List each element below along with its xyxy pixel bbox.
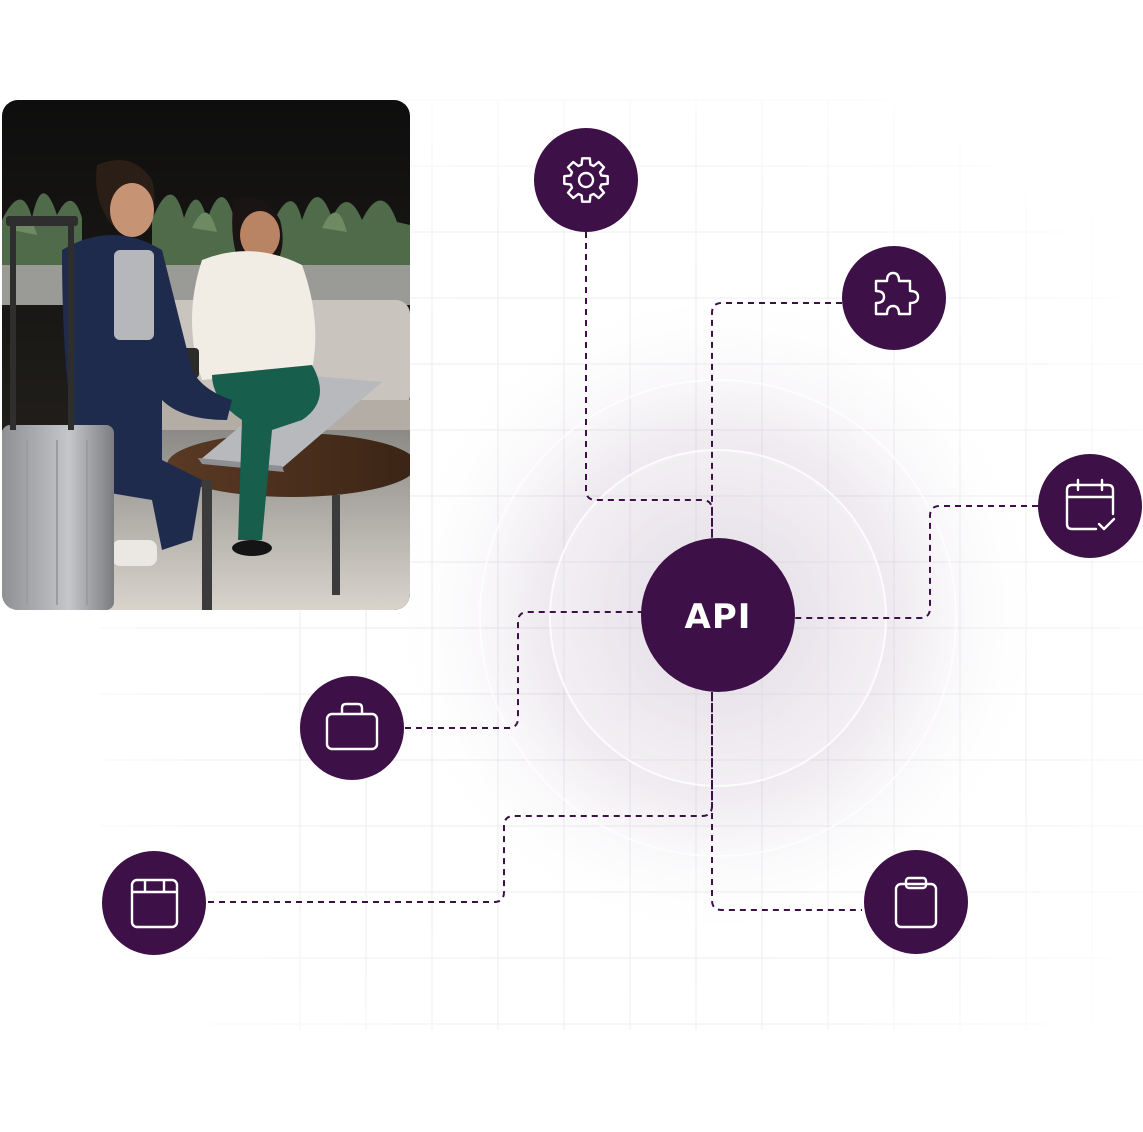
travelers-photo	[2, 100, 410, 610]
connector-window	[208, 692, 713, 903]
browser-window-icon	[130, 878, 179, 929]
connector-clipboard	[711, 692, 862, 911]
connector-integrations	[711, 302, 842, 540]
node-integrations[interactable]	[842, 246, 946, 350]
connector-briefcase	[405, 611, 642, 729]
node-window[interactable]	[102, 851, 206, 955]
node-briefcase[interactable]	[300, 676, 404, 780]
clipboard-icon	[894, 876, 938, 929]
api-center-node: API	[641, 538, 795, 692]
node-clipboard[interactable]	[864, 850, 968, 954]
node-settings[interactable]	[534, 128, 638, 232]
api-label: API	[685, 597, 752, 637]
puzzle-icon	[874, 271, 920, 316]
photo-illustration	[2, 100, 410, 610]
calendar-check-icon	[1065, 478, 1116, 531]
gear-icon	[563, 157, 609, 203]
outer-ring	[479, 379, 957, 857]
briefcase-icon	[325, 702, 379, 751]
node-calendar[interactable]	[1038, 454, 1142, 558]
connectors	[208, 232, 1038, 911]
connector-calendar	[795, 505, 1038, 619]
